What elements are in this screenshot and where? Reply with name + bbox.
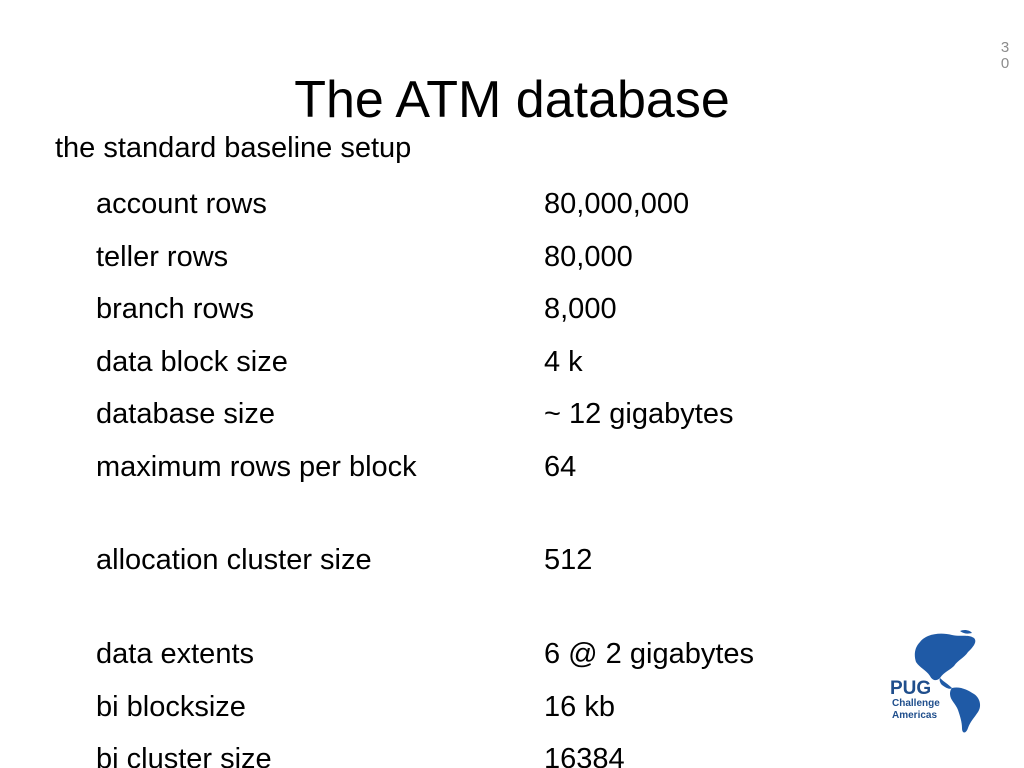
spec-label: database size bbox=[96, 398, 275, 430]
spec-value: 512 bbox=[544, 544, 593, 576]
spec-value: 16 kb bbox=[544, 691, 615, 723]
spec-value: 16384 bbox=[544, 743, 625, 768]
slide-title: The ATM database bbox=[294, 71, 730, 129]
spec-label: maximum rows per block bbox=[96, 451, 417, 483]
spec-label: data block size bbox=[96, 346, 288, 378]
logo-line1: PUG bbox=[890, 678, 931, 699]
spec-value: 64 bbox=[544, 451, 577, 483]
spec-row-bi-blocksize: bi blocksize 16 kb bbox=[0, 687, 1024, 727]
spec-label: account rows bbox=[96, 188, 267, 220]
spec-label: data extents bbox=[96, 638, 254, 670]
logo-line3: Americas bbox=[892, 710, 937, 721]
spec-row-branch-rows: branch rows 8,000 bbox=[0, 289, 1024, 329]
spec-value: ~ 12 gigabytes bbox=[544, 398, 734, 430]
spec-row-max-rows-per-block: maximum rows per block 64 bbox=[0, 447, 1024, 487]
spec-label: allocation cluster size bbox=[96, 544, 372, 576]
spec-row-database-size: database size ~ 12 gigabytes bbox=[0, 394, 1024, 434]
spec-label: bi blocksize bbox=[96, 691, 246, 723]
spec-row-data-extents: data extents 6 @ 2 gigabytes bbox=[0, 634, 1024, 674]
spec-label: teller rows bbox=[96, 241, 229, 273]
spec-row-allocation-cluster-size: allocation cluster size 512 bbox=[0, 540, 1024, 580]
spec-row-account-rows: account rows 80,000,000 bbox=[0, 184, 1024, 224]
spec-value: 8,000 bbox=[544, 293, 617, 325]
spec-label: branch rows bbox=[96, 293, 254, 325]
spec-label: bi cluster size bbox=[96, 743, 272, 768]
spec-row-bi-cluster-size: bi cluster size 16384 bbox=[0, 739, 1024, 768]
spec-row-data-block-size: data block size 4 k bbox=[0, 342, 1024, 382]
spec-value: 6 @ 2 gigabytes bbox=[544, 638, 755, 670]
spec-value: 80,000 bbox=[544, 241, 633, 273]
page-number: 30 bbox=[1000, 39, 1010, 72]
pug-challenge-logo: PUG Challenge Americas bbox=[890, 629, 981, 733]
spec-value: 4 k bbox=[544, 346, 583, 378]
logo-line2: Challenge bbox=[892, 698, 940, 709]
globe-americas-icon bbox=[914, 629, 981, 733]
slide-subtitle: the standard baseline setup bbox=[55, 132, 412, 164]
spec-value: 80,000,000 bbox=[544, 188, 690, 220]
spec-row-teller-rows: teller rows 80,000 bbox=[0, 237, 1024, 277]
